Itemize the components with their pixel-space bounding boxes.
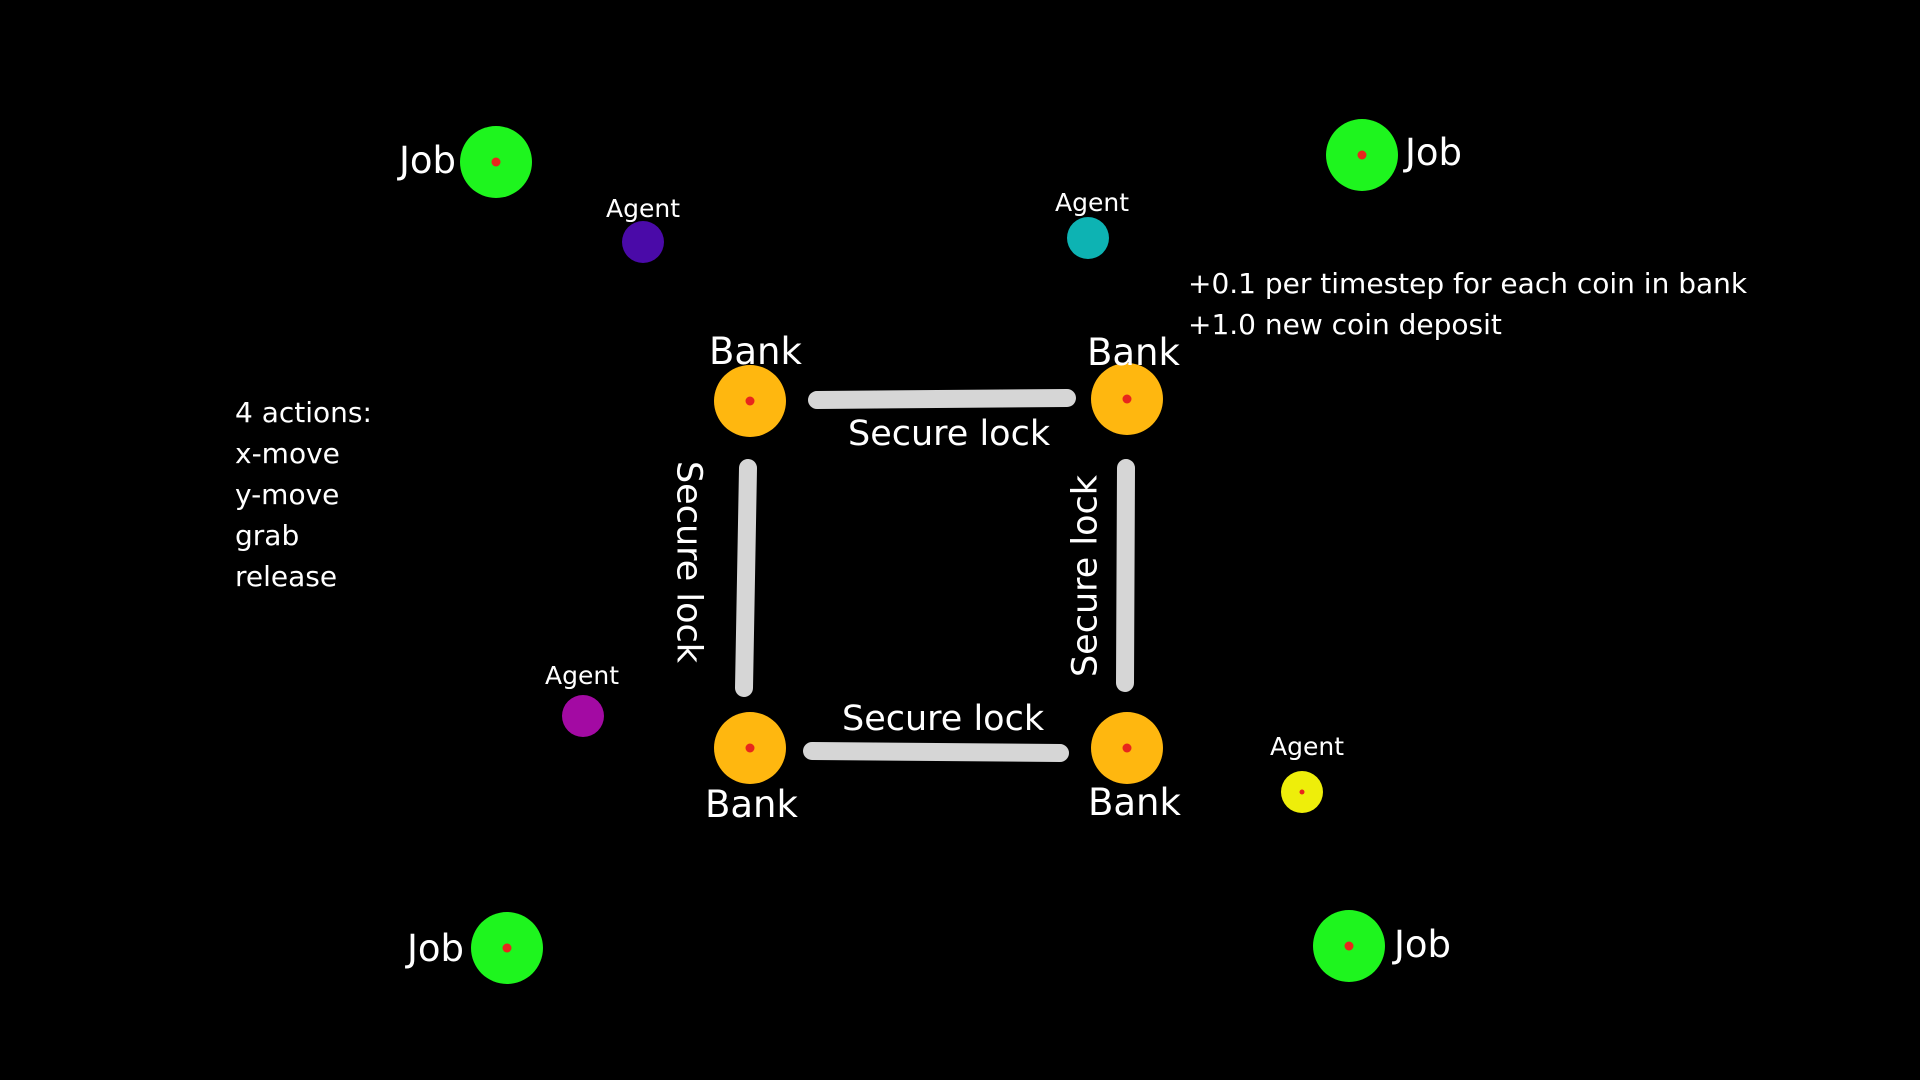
reward-notes: +0.1 per timestep for each coin in bank … [1188,263,1747,345]
actions-list: 4 actions: x-move y-move grab release [235,392,372,597]
bank-label: Bank [705,783,798,826]
lock-bar-top [808,389,1076,409]
agent-label: Agent [1270,732,1344,761]
bank-node [714,365,786,437]
bank-label: Bank [1088,781,1181,824]
bank-node [1091,712,1163,784]
reward-line: +1.0 new coin deposit [1188,308,1502,341]
job-label: Job [1394,923,1452,966]
agent-label: Agent [606,194,680,223]
lock-label-left: Secure lock [668,460,709,664]
agent-node [622,221,664,263]
action-item: grab [235,519,300,552]
lock-bar-right [1116,459,1135,692]
bank-node [714,712,786,784]
agent-node [1067,217,1109,259]
job-node [471,912,543,984]
agent-node [1281,771,1323,813]
lock-bar-left [735,459,757,697]
agent-label: Agent [545,661,619,690]
agent-node [562,695,604,737]
action-item: release [235,560,338,593]
job-node [460,126,532,198]
bank-label: Bank [1087,331,1180,374]
job-label: Job [399,139,457,182]
bank-node [1091,363,1163,435]
actions-heading: 4 actions: [235,396,372,429]
lock-label-right: Secure lock [1065,474,1106,678]
bank-label: Bank [709,330,802,373]
job-label: Job [407,927,465,970]
job-label: Job [1405,131,1463,174]
action-item: y-move [235,478,340,511]
job-node [1326,119,1398,191]
lock-bar-bottom [803,742,1069,762]
action-item: x-move [235,437,340,470]
lock-label-bottom: Secure lock [842,699,1045,739]
job-node [1313,910,1385,982]
reward-line: +0.1 per timestep for each coin in bank [1188,267,1748,300]
agent-label: Agent [1055,188,1129,217]
lock-label-top: Secure lock [848,414,1051,454]
